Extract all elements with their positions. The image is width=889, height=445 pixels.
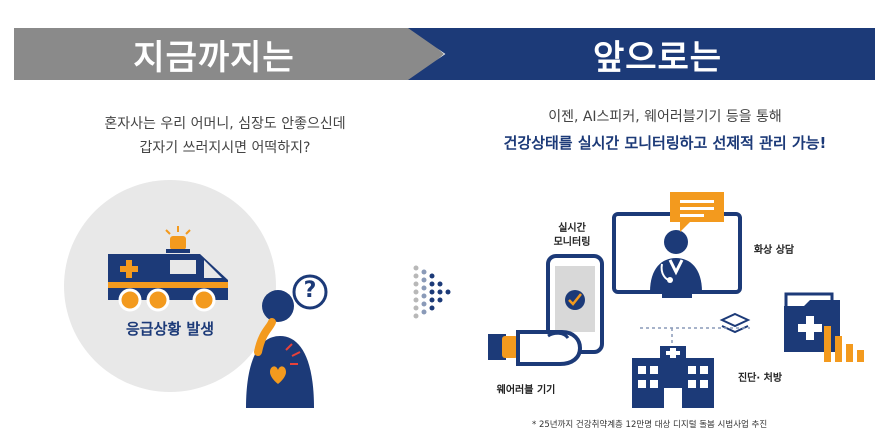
bar-chart-icon — [824, 326, 864, 362]
connector-lines — [640, 327, 750, 346]
dot-arrow-icon — [413, 265, 451, 319]
chat-bubble-icon — [670, 192, 724, 232]
question-mark: ? — [303, 278, 317, 303]
wristwatch-icon — [488, 330, 583, 366]
future-description-line-2: 건강상태를 실시간 모니터링하고 선제적 관리 가능! — [503, 134, 827, 152]
past-description: 혼자사는 우리 어머니, 심장도 안좋으신데 갑자기 쓰러지시면 어떡하지? — [40, 112, 410, 160]
hospital-icon — [632, 346, 714, 408]
emergency-label: 응급상황 발생 — [125, 320, 215, 338]
smartphone-icon — [546, 254, 604, 354]
question-bubble-icon — [292, 274, 328, 310]
person-chest-pain-icon — [246, 290, 314, 408]
monitor-label: 실시간 모니터링 — [546, 222, 598, 250]
future-banner — [408, 28, 875, 80]
video-consult-label: 화상 상담 — [753, 245, 795, 256]
footnote: * 25년까지 건강취약계층 12만명 대상 디지털 돌봄 시범사업 추진 — [532, 420, 768, 430]
wearable-label: 웨어러블 기기 — [496, 385, 556, 396]
future-description: 이젠, AI스피커, 웨어러블기기 등을 통해 건강상태를 실시간 모니터링하고… — [470, 104, 860, 156]
doctor-icon — [650, 230, 702, 292]
past-banner — [14, 28, 444, 80]
ambulance-icon — [108, 226, 228, 312]
monitor-label-line-1: 실시간 — [558, 223, 586, 234]
past-description-line-1: 혼자사는 우리 어머니, 심장도 안좋으신데 — [104, 116, 346, 132]
past-banner-title: 지금까지는 — [133, 37, 295, 78]
future-banner-title: 앞으로는 — [592, 37, 723, 78]
siren-icon — [165, 226, 191, 253]
video-monitor-icon — [612, 212, 742, 298]
monitor-label-line-2: 모니터링 — [553, 237, 591, 248]
diagnosis-label: 진단· 처방 — [737, 373, 783, 384]
past-description-line-2: 갑자기 쓰러지시면 어떡하지? — [139, 140, 311, 156]
future-description-line-1: 이젠, AI스피커, 웨어러블기기 등을 통해 — [548, 109, 782, 125]
